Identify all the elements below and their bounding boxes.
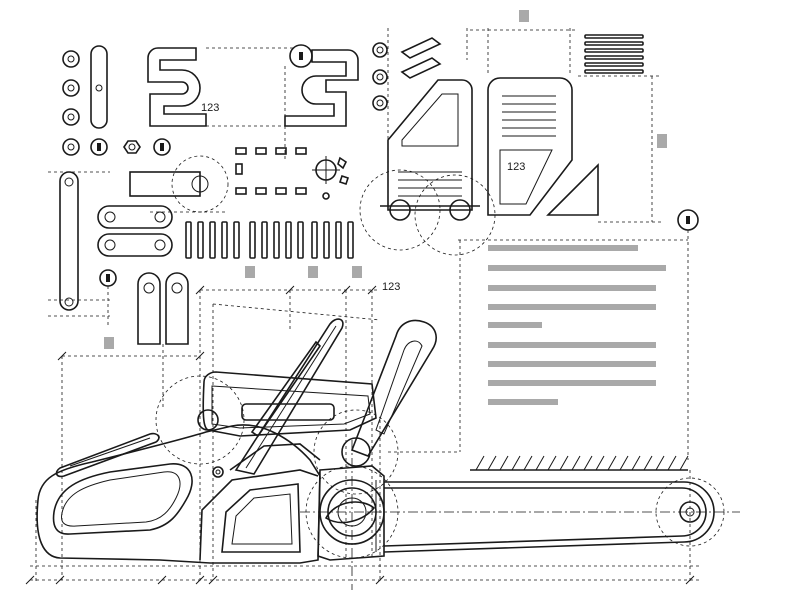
- washer-column: [62, 50, 80, 156]
- guide-bar: [300, 440, 740, 590]
- placeholder-box: [245, 266, 255, 278]
- s-hose-left: [147, 47, 295, 127]
- dimension-ticks: [25, 285, 695, 585]
- link-bar: [90, 45, 108, 129]
- dimension-label-a: 123: [201, 102, 219, 114]
- filter-cover: [359, 28, 496, 256]
- pill-links: [97, 205, 173, 257]
- placeholder-box: [352, 266, 362, 278]
- small-washers: [90, 138, 171, 156]
- vent-panel: [470, 28, 662, 223]
- chainsaw-body: [36, 318, 437, 564]
- hatch-line: [470, 455, 689, 471]
- gasket: [235, 147, 350, 200]
- small-screw: [99, 269, 117, 325]
- stripe-block: [584, 34, 644, 74]
- tall-link: [48, 171, 110, 317]
- dimension-label-c: 123: [382, 281, 400, 293]
- clip-parts: [400, 37, 442, 79]
- small-washer-stack: [372, 42, 388, 111]
- screw-right: [677, 209, 699, 460]
- placeholder-box: [519, 10, 529, 22]
- text-placeholder-lines: [488, 245, 666, 405]
- placeholder-box: [657, 134, 667, 148]
- cooling-fins: [185, 221, 354, 259]
- placeholder-box: [308, 266, 318, 278]
- dimension-label-b: 123: [507, 161, 525, 173]
- bracket-plate: [129, 155, 229, 213]
- placeholder-box: [104, 337, 114, 349]
- tongue-links: [137, 272, 189, 410]
- s-hose-right: [284, 44, 359, 160]
